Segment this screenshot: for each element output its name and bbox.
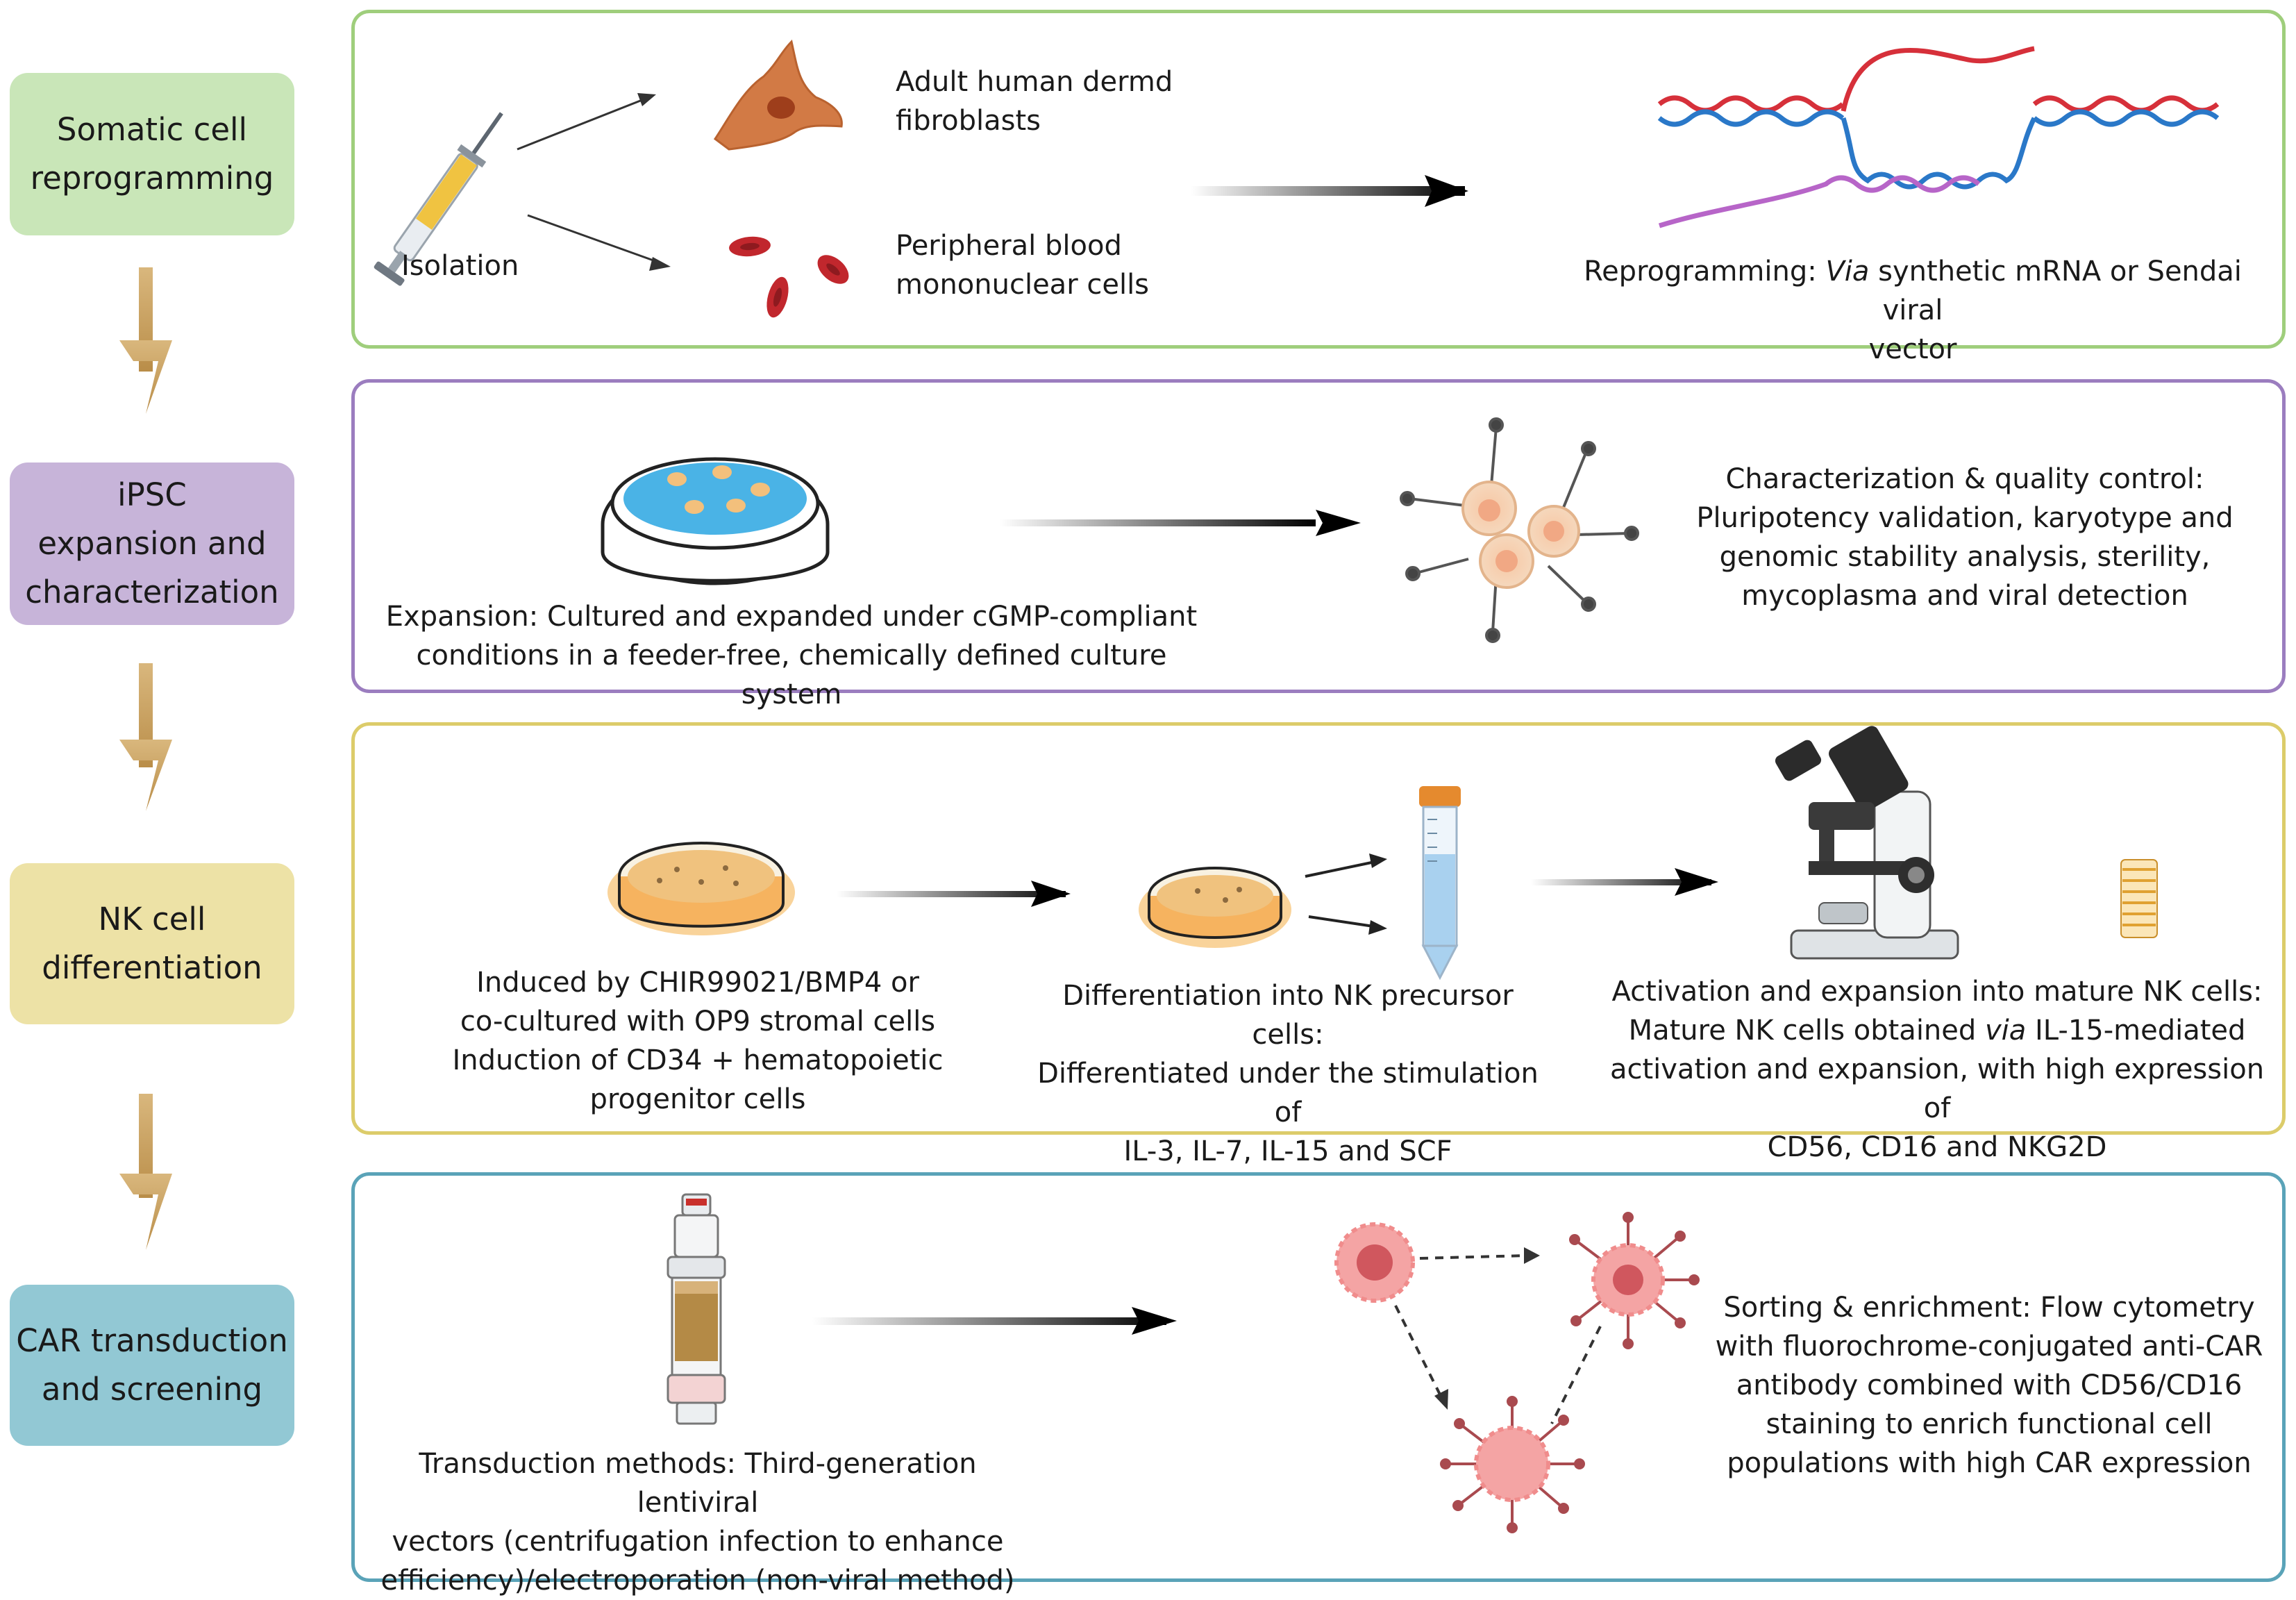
expansion-arrow-head [1316,510,1361,536]
induce-line2: co-cultured with OP9 stromal cells [460,1006,936,1038]
fibroblasts-line2: fibroblasts [896,105,1041,137]
methods-line1: Transduction methods: Third-generation l… [419,1448,977,1519]
induction-arrow-head [1031,881,1071,907]
stage-label: reprogramming [30,160,274,197]
precursor-line1: Differentiation into NK precursor cells: [1062,980,1514,1051]
transduction-methods-label: Transduction methods: Third-generation l… [368,1444,1028,1600]
stage-label: Somatic cell [56,111,248,148]
stage-somatic-cell-reprogramming: Somatic cell reprogramming [10,73,294,235]
stage-label: expansion and [37,525,267,562]
fibroblasts-line1: Adult human dermd [896,66,1173,98]
induce-line3: Induction of CD34 + hematopoietic [452,1044,944,1076]
reprogram-arrow-head [1425,175,1468,207]
isolation-arrow-lower [527,214,664,265]
activation-arrow-shaft [1531,879,1711,885]
induce-line4: progenitor cells [589,1083,806,1115]
stage-label: iPSC [117,476,187,513]
method-via: Via [1825,256,1870,288]
method-suffix: synthetic mRNA or Sendai viral [1869,256,2242,326]
mature-line3: activation and expansion, with high expr… [1609,1053,2265,1124]
activation-arrow-head [1675,868,1718,896]
qc-line4: mycoplasma and viral detection [1741,580,2188,612]
isolation-arrow-upper [517,96,650,151]
pbmc-icon [729,236,849,318]
mature-nk-label: Activation and expansion into mature NK … [1604,972,2270,1167]
precursor-line2: Differentiated under the stimulation of [1037,1058,1539,1128]
stage-label: NK cell [98,901,206,938]
flow-arrow-3 [119,1094,172,1250]
stage-nk-cell-differentiation: NK cell differentiation [10,863,294,1024]
syringe-icon [374,112,503,286]
culture-dish-icon [607,842,795,935]
flow-arrow-2 [119,663,172,811]
induction-label: Induced by CHIR99021/BMP4 or co-cultured… [451,963,944,1119]
petri-dish-icon [601,457,830,585]
stage-ipsc-expansion: iPSC expansion and characterization [10,462,294,625]
sort-line2: with fluorochrome-conjugated anti-CAR [1715,1331,2263,1362]
fibroblasts-label: Adult human dermd fibroblasts [896,62,1173,140]
methods-line3: efficiency)/electroporation (non-viral m… [380,1565,1015,1597]
reprogramming-method-label: Reprogramming: Via synthetic mRNA or Sen… [1569,252,2256,369]
electroporation-cartridge-icon [667,1193,726,1425]
pbmc-line2: mononuclear cells [896,269,1150,301]
mature-suffix: IL-15-mediated [2026,1015,2246,1047]
reprogram-arrow-shaft [1191,186,1465,196]
ipsc-colony-icon [1400,417,1639,643]
transduction-arrow-head [1132,1307,1177,1335]
methods-line2: vectors (centrifugation infection to enh… [392,1526,1004,1558]
split-arrow-upper [1305,860,1379,878]
small-culture-dish-icon [1139,867,1291,948]
pbmc-line1: Peripheral blood [896,230,1122,262]
car-nk-cells-icon [1334,1212,1700,1533]
induce-line1: Induced by CHIR99021/BMP4 or [476,967,919,999]
stage-label: characterization [25,574,279,610]
expansion-line1: Expansion: Cultured and expanded under c… [385,601,1198,633]
sort-line4: staining to enrich functional cell [1766,1408,2213,1440]
sorting-label: Sorting & enrichment: Flow cytometry wit… [1715,1288,2263,1483]
transduction-arrow-shaft [812,1317,1166,1325]
qc-line1: Characterization & quality control: [1725,463,2204,495]
reprogramming-method-line2: vector [1868,333,1957,365]
stage-label: differentiation [42,949,262,986]
expansion-arrow-shaft [1000,519,1316,526]
quality-control-label: Characterization & quality control: Plur… [1680,460,2249,615]
stage-label: and screening [41,1371,263,1408]
precursor-label: Differentiation into NK precursor cells:… [1028,976,1548,1171]
fibroblast-icon [713,40,843,151]
pbmc-label: Peripheral blood mononuclear cells [896,226,1149,304]
qc-line3: genomic stability analysis, sterility, [1719,541,2211,573]
isolation-text: Isolation [401,250,519,282]
qc-line2: Pluripotency validation, karyotype and [1696,502,2234,534]
sort-line5: populations with high CAR expression [1727,1447,2252,1479]
expansion-label: Expansion: Cultured and expanded under c… [368,597,1215,714]
sort-line3: antibody combined with CD56/CD16 [1736,1369,2243,1401]
microscope-icon [1775,726,1959,960]
stage-car-transduction: CAR transduction and screening [10,1285,294,1446]
cell-bag-icon [2120,859,2158,938]
mature-line2: Mature NK cells obtained via IL-15-media… [1604,1011,2270,1050]
induction-arrow-shaft [837,891,1066,897]
precursor-line3: IL-3, IL-7, IL-15 and SCF [1123,1135,1452,1167]
method-prefix: Reprogramming: [1584,256,1826,288]
split-arrow-lower [1308,915,1379,928]
expansion-line2: conditions in a feeder-free, chemically … [416,640,1167,710]
mature-via: via [1985,1015,2027,1047]
isolation-label: Isolation [401,247,519,285]
rna-helix-icon [1657,46,2220,228]
mature-line4: CD56, CD16 and NKG2D [1767,1131,2107,1163]
mature-line1: Activation and expansion into mature NK … [1611,976,2263,1008]
mature-prefix: Mature NK cells obtained [1628,1015,1985,1047]
stage-label: CAR transduction [16,1322,288,1359]
flow-arrow-1 [119,267,172,414]
conical-tube-icon [1419,786,1461,981]
reprogramming-method-line1: Reprogramming: Via synthetic mRNA or Sen… [1569,252,2256,330]
sort-line1: Sorting & enrichment: Flow cytometry [1723,1292,2255,1324]
